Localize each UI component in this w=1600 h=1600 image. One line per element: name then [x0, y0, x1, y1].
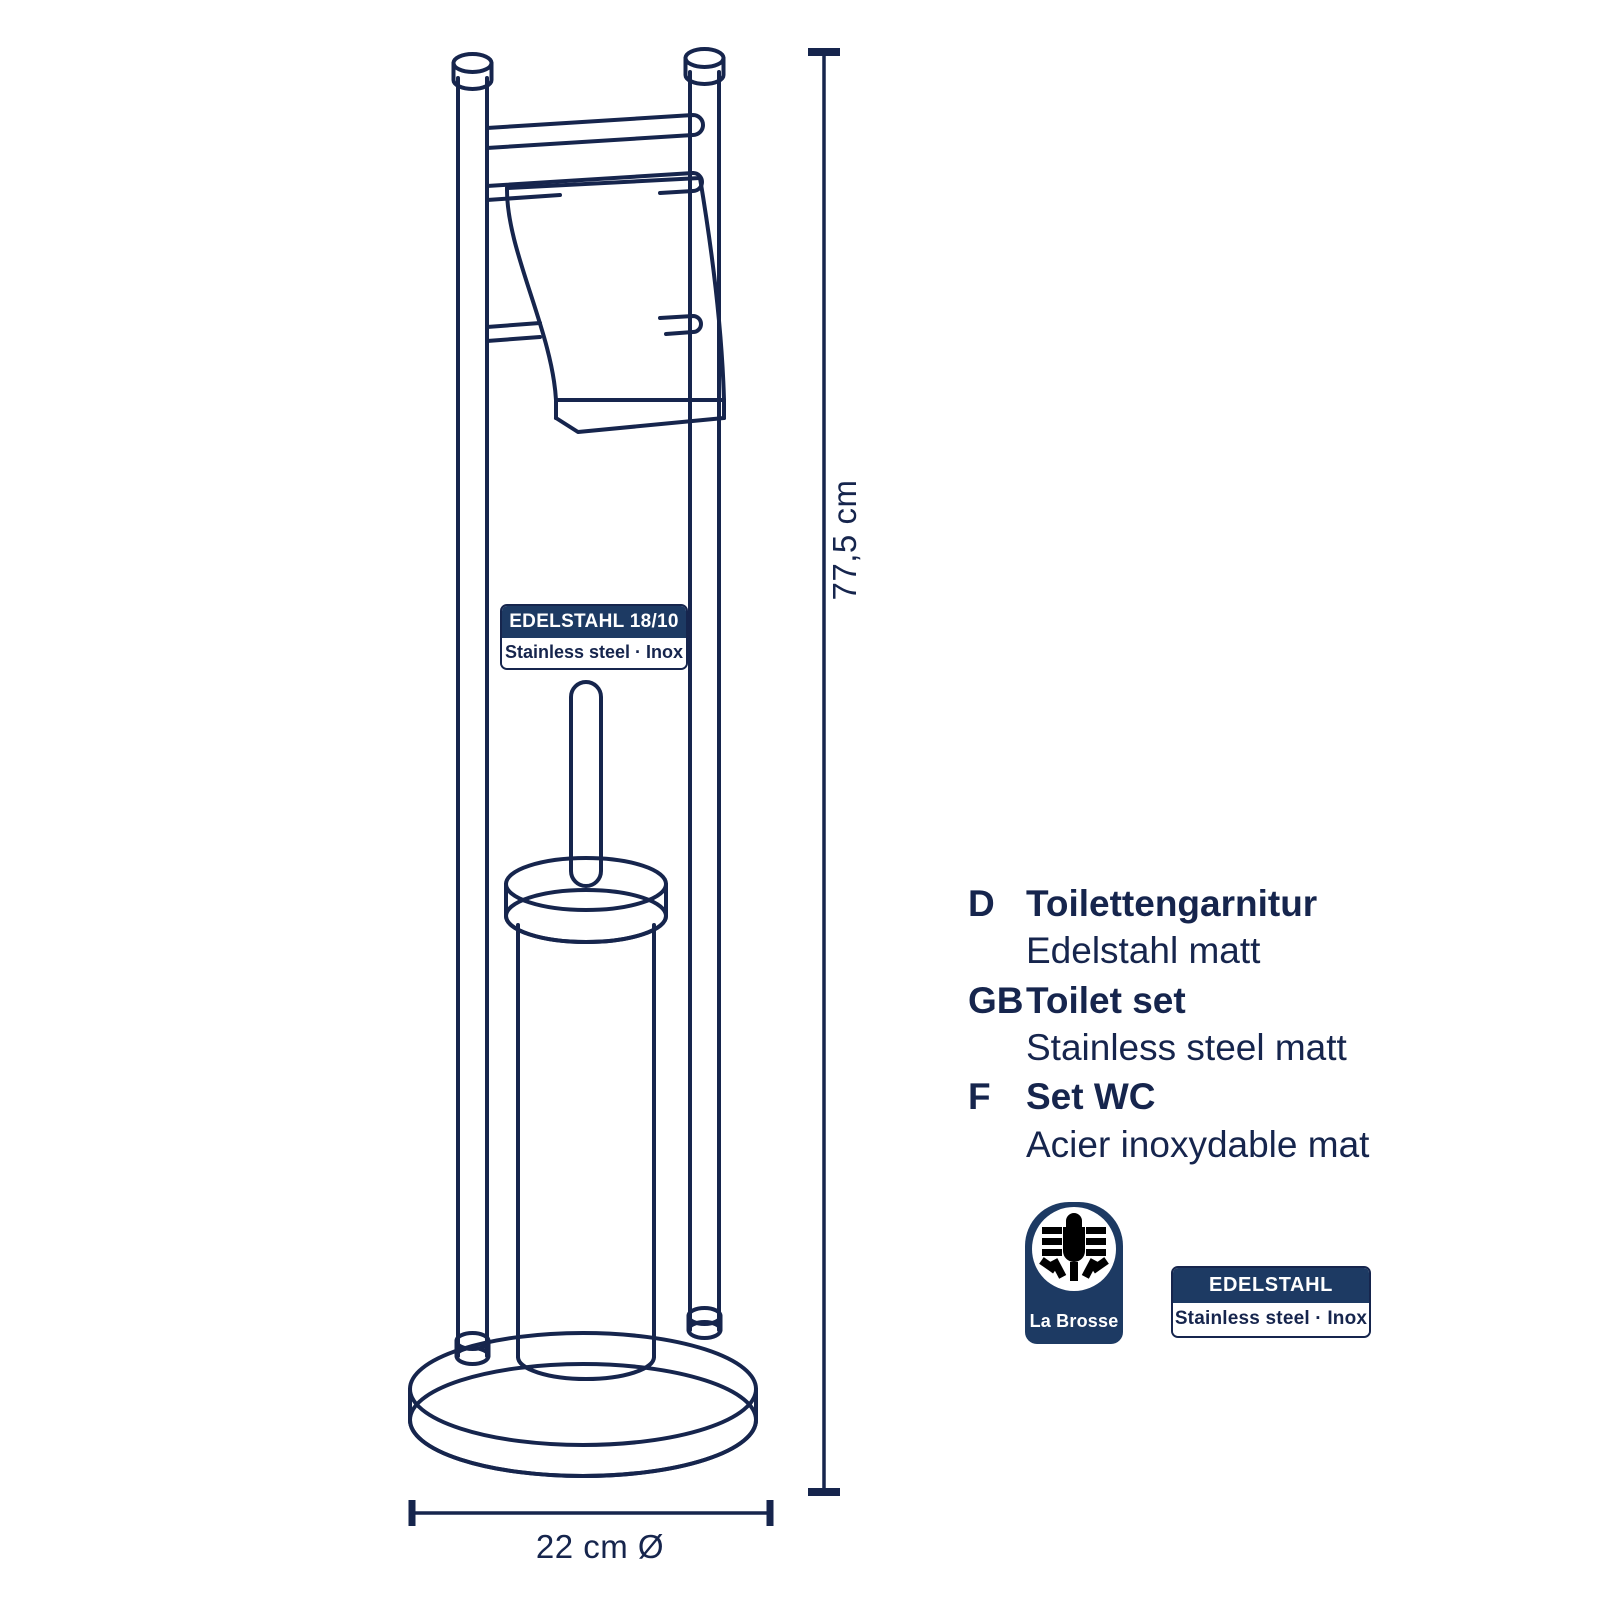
steel-badge-small-title: EDELSTAHL	[1173, 1268, 1369, 1303]
spec-entry-fr: F Set WC Acier inoxydable mat	[968, 1073, 1528, 1168]
spec-entry-de: D Toilettengarnitur Edelstahl matt	[968, 880, 1528, 975]
left-post	[451, 52, 494, 1366]
steel-badge-inline-subtitle: Stainless steel · Inox	[502, 638, 686, 668]
steel-badge-inline-title: EDELSTAHL 18/10	[502, 606, 686, 638]
spec-entry-gb: GB Toilet set Stainless steel matt	[968, 977, 1528, 1072]
width-dimension-line	[408, 1500, 774, 1526]
spec-row-gb: GB Toilet set	[968, 977, 1528, 1024]
spec-sub-fr: Acier inoxydable mat	[1026, 1123, 1370, 1165]
steel-badge-small: EDELSTAHL Stainless steel · Inox	[1171, 1266, 1371, 1338]
width-dimension-label: 22 cm Ø	[535, 1528, 665, 1565]
brush-icon	[1039, 1213, 1109, 1281]
height-dimension-label: 77,5 cm	[826, 479, 863, 601]
spec-name-gb: Toilet set	[1026, 979, 1186, 1021]
spec-code-de: D	[968, 883, 995, 924]
steel-badge-small-subtitle: Stainless steel · Inox	[1173, 1303, 1369, 1336]
spec-row-de: D Toilettengarnitur	[968, 880, 1528, 927]
brush-handle	[569, 680, 603, 888]
spec-code-fr: F	[968, 1076, 991, 1118]
product-illustration	[408, 47, 840, 1526]
toilet-paper-sheet	[504, 176, 726, 434]
spec-row-fr: F Set WC	[968, 1073, 1528, 1120]
brand-row: La Brosse EDELSTAHL Stainless steel · In…	[1025, 1202, 1371, 1344]
base-plate	[408, 1331, 758, 1478]
spec-code-gb: GB	[968, 979, 1024, 1021]
spec-name-de: Toilettengarnitur	[1026, 883, 1318, 924]
spec-sub-gb: Stainless steel matt	[1026, 1027, 1347, 1069]
brush-holder-cylinder	[504, 856, 668, 1381]
la-brosse-logo: La Brosse	[1025, 1202, 1123, 1344]
height-dimension-line	[808, 48, 840, 1496]
steel-badge-inline: EDELSTAHL 18/10 Stainless steel · Inox	[500, 604, 688, 670]
spec-sub-de: Edelstahl matt	[1026, 930, 1261, 972]
right-post	[683, 47, 726, 1340]
paper-roll-bar-top	[485, 113, 705, 150]
la-brosse-logo-text: La Brosse	[1029, 1311, 1119, 1331]
spec-name-fr: Set WC	[1026, 1076, 1156, 1118]
product-description-list: D Toilettengarnitur Edelstahl matt GB To…	[968, 880, 1528, 1170]
lower-cross-bar	[485, 314, 703, 343]
